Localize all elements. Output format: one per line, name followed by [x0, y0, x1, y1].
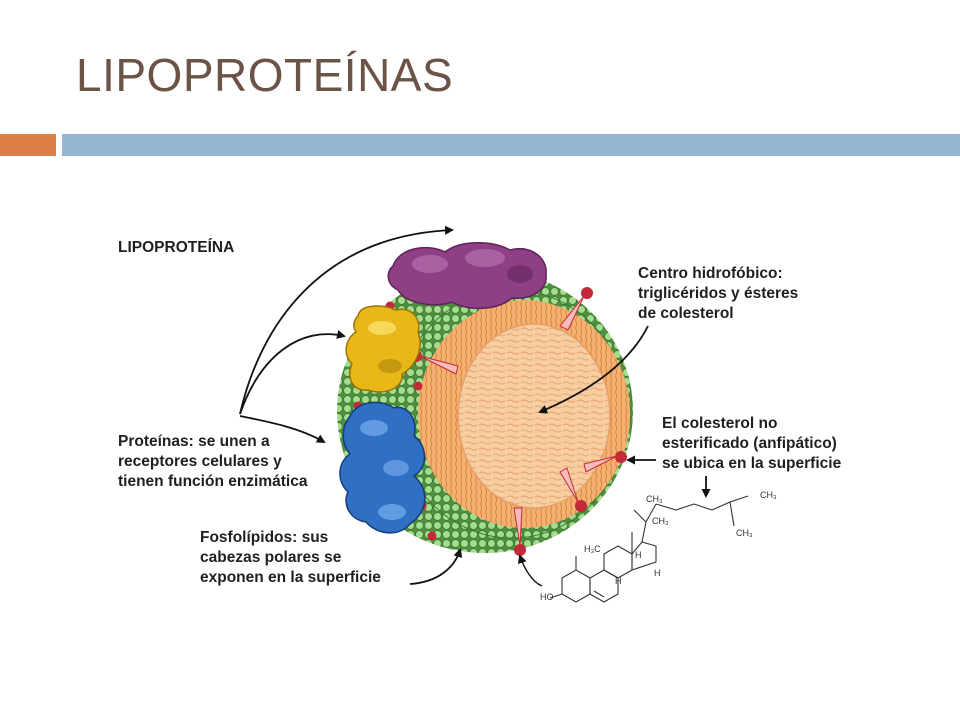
cholesterol-structure [549, 495, 749, 603]
label-phospholipids-line: exponen en la superficie [200, 569, 381, 586]
label-cholesterol-line: se ubica en la superficie [662, 455, 842, 472]
title-accent-blue [62, 134, 960, 156]
cholesterol-structure-labels: HO H₃C CH₃ CH₃ CH₃ CH₃ H H H [540, 490, 777, 602]
label-cholesterol: El colesterol no esterificado (anfipátic… [662, 414, 841, 474]
label-core-line: de colesterol [638, 305, 734, 322]
label-phospholipids-line: cabezas polares se [200, 549, 342, 566]
cholesterol-molecule [513, 507, 526, 556]
cholesterol-head [427, 531, 437, 541]
label-h3c: H₃C [584, 544, 601, 554]
heading-text: LIPOPROTEÍNA [118, 239, 235, 256]
apoprotein-blue [339, 401, 426, 534]
label-ch3-d: CH₃ [736, 528, 753, 538]
arrows [239, 225, 711, 587]
label-ch3-c: CH₃ [760, 490, 777, 500]
label-proteins-line: tienen función enzimática [118, 473, 308, 490]
lipoprotein-figure: HO H₃C CH₃ CH₃ CH₃ CH₃ H H H LIPOPROTEÍN… [100, 206, 900, 626]
arrow-to-yellow-protein [239, 330, 346, 415]
label-cholesterol-line: esterificado (anfipático) [662, 435, 837, 452]
cholesterol-molecule [559, 467, 587, 512]
label-proteins-line: Proteínas: se unen a [118, 433, 270, 450]
label-core-line: Centro hidrofóbico: [638, 265, 783, 282]
label-h-3: H [654, 568, 661, 578]
arrow-to-core [538, 325, 649, 414]
lipoprotein-diagram: HO H₃C CH₃ CH₃ CH₃ CH₃ H H H [239, 225, 777, 603]
label-core-line: triglicéridos y ésteres [638, 285, 799, 302]
label-ho: HO [540, 592, 554, 602]
label-h-1: H [615, 576, 622, 586]
arrow-to-purple-protein [239, 225, 454, 415]
label-ch3-a: CH₃ [652, 516, 669, 526]
label-ch3-b: CH₃ [646, 494, 663, 504]
label-cholesterol-line: El colesterol no [662, 415, 778, 432]
label-proteins: Proteínas: se unen a receptores celulare… [118, 432, 307, 492]
diagram-heading: LIPOPROTEÍNA [118, 238, 234, 258]
hydrophobic-core [457, 323, 611, 509]
label-phospholipids-line: Fosfolípidos: sus [200, 529, 329, 546]
apoprotein-yellow [345, 305, 421, 393]
label-core: Centro hidrofóbico: triglicéridos y éste… [638, 264, 798, 324]
title-accent-orange [0, 134, 56, 156]
cholesterol-molecule [583, 451, 627, 473]
label-phospholipids: Fosfolípidos: sus cabezas polares se exp… [200, 528, 381, 588]
label-h-2: H [635, 550, 642, 560]
slide-title: LIPOPROTEÍNAS [76, 49, 454, 101]
label-proteins-line: receptores celulares y [118, 453, 282, 470]
cholesterol-head [413, 381, 423, 391]
arrow-ho-to-cholesterol [517, 554, 543, 587]
cholesterol-molecule [559, 287, 593, 331]
arrow-to-blue-protein [239, 415, 326, 444]
arrow-to-phospholipids [409, 548, 463, 585]
apoprotein-purple [387, 242, 547, 310]
